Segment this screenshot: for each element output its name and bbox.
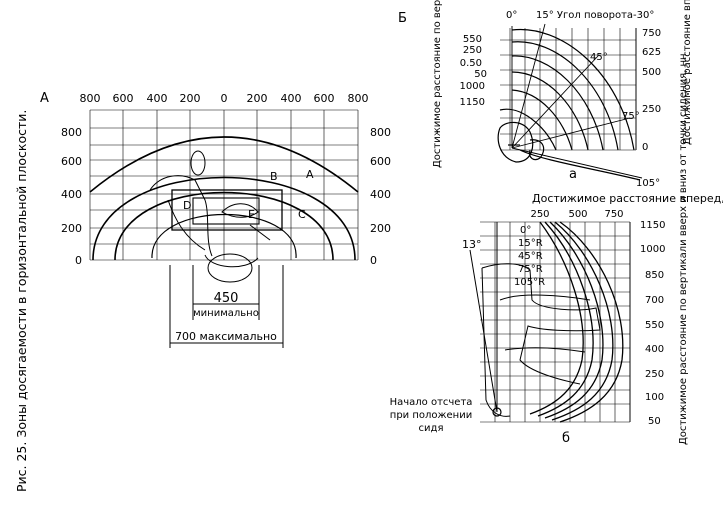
top-tick: 800 <box>348 92 369 105</box>
chart-b-legend-item: 15°R <box>518 238 543 249</box>
chart-b-legend-item: 105°R <box>514 277 545 288</box>
chart-b-right-tick: 100 <box>645 392 664 403</box>
chart-b-right-tick: 1150 <box>640 220 665 231</box>
zone-label-a: A <box>306 168 314 181</box>
chart-a-right-tick: 250 <box>642 104 661 115</box>
top-tick: 600 <box>314 92 335 105</box>
chart-a-right-axis-label: Достижимое расстояние вперед, нн <box>682 0 693 145</box>
chart-a-left-tick: 1000 <box>460 81 485 92</box>
zone-label-e: E <box>248 208 255 221</box>
sub-label-a: а <box>569 167 577 182</box>
panel-a-label: А <box>40 91 49 106</box>
angle-75-label: 75° <box>622 111 640 122</box>
right-tick: 800 <box>370 126 391 139</box>
chart-a-left-tick: 50 <box>474 69 487 80</box>
chart-b-right-tick: 50 <box>648 416 661 427</box>
top-tick: 600 <box>113 92 134 105</box>
zone-b-arc <box>92 176 356 261</box>
top-tick: 200 <box>180 92 201 105</box>
chart-a-radials <box>511 23 643 179</box>
chart-b-right-tick: 250 <box>645 369 664 380</box>
right-tick: 400 <box>370 188 391 201</box>
chart-b: 250 500 750 <box>390 53 689 446</box>
forward-axis-title: Достижимое расстояние вперед, нн <box>532 192 723 205</box>
chart-b-legend-item: 75°R <box>518 264 543 275</box>
sub-label-b: б <box>562 431 570 446</box>
dimension-lines <box>169 265 284 348</box>
origin-note-line: Начало отсчета <box>390 397 473 408</box>
top-tick: 200 <box>247 92 268 105</box>
panel-a-grid <box>89 109 359 261</box>
chart-a-figure-sketch <box>497 121 545 163</box>
figure-caption: Рис. 25. Зоны досягаемости в горизонталь… <box>14 110 29 492</box>
chart-b-right-tick: 700 <box>645 295 664 306</box>
left-tick: 200 <box>61 222 82 235</box>
chart-b-legend-item: 0° <box>520 225 531 236</box>
panel-b-label: Б <box>398 11 407 26</box>
chart-b-right-tick: 850 <box>645 270 664 281</box>
chart-a-right-tick: 500 <box>642 67 661 78</box>
panel-b: Б Достижимое расстояние по вертикали вве… <box>390 0 723 446</box>
left-tick: 0 <box>75 254 82 267</box>
seated-figure-sketch <box>149 150 271 283</box>
max-width-label: 700 максимально <box>175 330 277 343</box>
chart-b-top-tick: 500 <box>568 209 587 220</box>
top-tick: 400 <box>147 92 168 105</box>
chart-a-grid <box>500 28 637 151</box>
chart-b-right-tick: 550 <box>645 320 664 331</box>
chart-a-left-tick: 250 <box>463 45 482 56</box>
chart-a-left-tick: 1150 <box>460 97 485 108</box>
chart-b-top-tick: 750 <box>604 209 623 220</box>
chart-a-curves <box>499 28 641 181</box>
chart-b-legend-item: 45°R <box>518 251 543 262</box>
right-tick: 0 <box>370 254 377 267</box>
chart-a-right-tick: 0 <box>642 142 648 153</box>
zone-label-b: B <box>270 170 278 183</box>
zone-label-c: C <box>298 208 306 221</box>
zone-label-d: D <box>183 199 191 212</box>
chart-a: Достижимое расстояние по вертикали вверх… <box>432 0 693 189</box>
chart-a-left-axis-label: Достижимое расстояние по вертикали вверх… <box>432 0 443 168</box>
left-tick: 400 <box>61 188 82 201</box>
chart-b-top-tick: 250 <box>530 209 549 220</box>
chart-a-left-tick: 550 <box>463 34 482 45</box>
chart-a-right-tick: 625 <box>642 47 661 58</box>
zone-a-arc <box>89 136 359 193</box>
angle-105-label: 105° <box>636 178 660 189</box>
angle-title: 15° Угол поворота-30° <box>536 10 654 21</box>
zone-inner-arc <box>151 214 297 259</box>
chart-b-right-tick: 1000 <box>640 244 665 255</box>
top-tick: 400 <box>281 92 302 105</box>
min-width-value: 450 <box>214 291 239 306</box>
chart-b-curves <box>529 221 624 423</box>
chart-b-right-axis-label: Достижимое расстояние по вертикали вверх… <box>678 53 689 445</box>
panel-a: А 800 600 400 200 0 2 <box>40 91 391 348</box>
chart-a-right-tick: 750 <box>642 28 661 39</box>
left-tick: 600 <box>61 155 82 168</box>
side-figure-sketch <box>481 263 601 417</box>
right-tick: 200 <box>370 222 391 235</box>
origin-note-line: при положении <box>390 410 472 421</box>
top-tick: 0 <box>221 92 228 105</box>
angle-zero-label: 0° <box>506 10 517 21</box>
origin-point <box>492 407 502 417</box>
min-width-label: минимально <box>193 308 259 319</box>
left-tick: 800 <box>61 126 82 139</box>
zone-e-rect <box>192 197 260 225</box>
zone-c-arc <box>114 191 334 261</box>
chart-b-right-tick: 400 <box>645 344 664 355</box>
origin-note-line: сидя <box>419 423 444 434</box>
right-tick: 600 <box>370 155 391 168</box>
angle-13-label: 13° <box>462 238 482 251</box>
angle-45-label: 45° <box>590 52 608 63</box>
top-tick: 800 <box>80 92 101 105</box>
chart-a-left-tick: 0.50 <box>460 58 482 69</box>
